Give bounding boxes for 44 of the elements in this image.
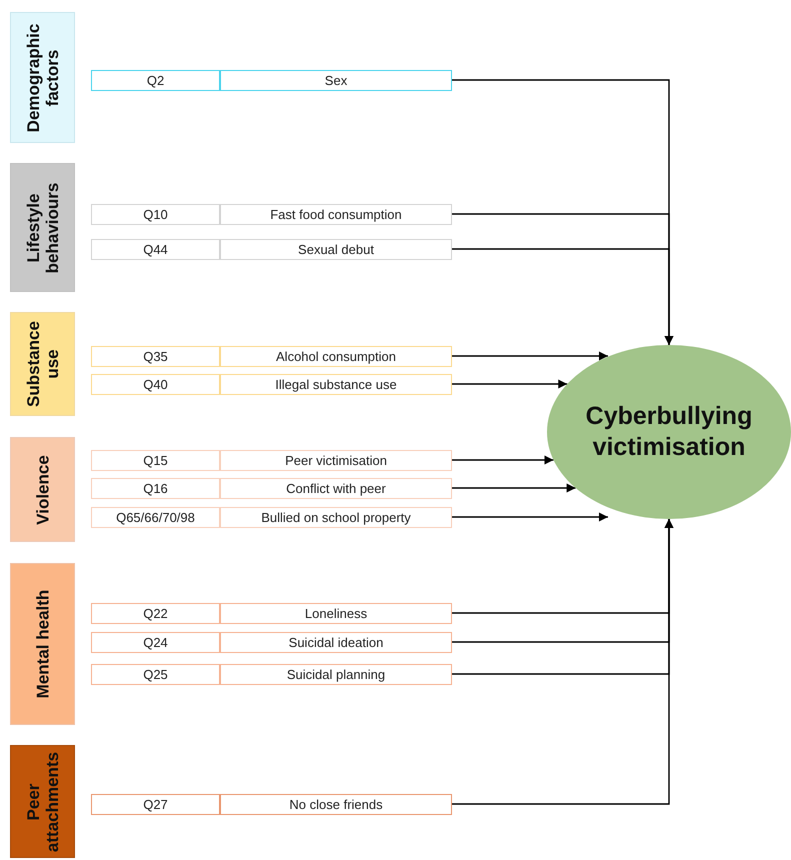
question-code-box: Q65/66/70/98 bbox=[91, 506, 220, 528]
question-code-box: Q44 bbox=[91, 238, 220, 260]
question-code-box: Q22 bbox=[91, 602, 220, 624]
category-band bbox=[10, 312, 75, 416]
question-code-box: Q10 bbox=[91, 204, 220, 224]
category-label: Peer attachments bbox=[24, 750, 62, 853]
variable-box: Suicidal ideation bbox=[220, 632, 452, 652]
question-code-box: Q40 bbox=[91, 374, 220, 394]
question-code-box: Q24 bbox=[91, 632, 220, 652]
category-label: Violence bbox=[33, 454, 52, 527]
variable-box: Fast food consumption bbox=[220, 204, 452, 224]
variable-box: Suicidal planning bbox=[220, 664, 452, 684]
category-band bbox=[10, 163, 75, 292]
variable-box: Bullied on school property bbox=[220, 506, 452, 528]
arrow bbox=[452, 512, 608, 522]
question-code-box: Q2 bbox=[91, 70, 220, 90]
category-band bbox=[10, 12, 75, 143]
category-band bbox=[10, 745, 75, 858]
variable-box: Sexual debut bbox=[220, 238, 452, 260]
arrow bbox=[452, 248, 674, 345]
category-band bbox=[10, 563, 75, 725]
question-code-box: Q25 bbox=[91, 664, 220, 684]
category-label: Lifestyle behaviours bbox=[24, 181, 62, 275]
category-label: Demographic factors bbox=[24, 22, 62, 134]
arrow bbox=[452, 456, 554, 464]
variable-box: Illegal substance use bbox=[220, 374, 452, 394]
question-code-box: Q35 bbox=[91, 346, 220, 366]
category-label: Substance use bbox=[24, 320, 62, 409]
outcome-ellipse: Cyberbullying victimisation bbox=[547, 345, 791, 519]
variable-box: Conflict with peer bbox=[220, 478, 452, 498]
variable-box: Sex bbox=[220, 70, 452, 90]
question-code-box: Q27 bbox=[91, 794, 220, 814]
question-code-box: Q16 bbox=[91, 478, 220, 498]
category-band bbox=[10, 437, 75, 542]
arrow bbox=[452, 352, 608, 360]
variable-box: Alcohol consumption bbox=[220, 346, 452, 366]
arrow bbox=[452, 380, 568, 388]
variable-box: Peer victimisation bbox=[220, 450, 452, 470]
variable-box: No close friends bbox=[220, 794, 452, 814]
category-label: Mental health bbox=[33, 588, 52, 700]
question-code-box: Q15 bbox=[91, 450, 220, 470]
arrow bbox=[452, 484, 576, 492]
variable-box: Loneliness bbox=[220, 602, 452, 624]
arrow bbox=[452, 519, 674, 805]
